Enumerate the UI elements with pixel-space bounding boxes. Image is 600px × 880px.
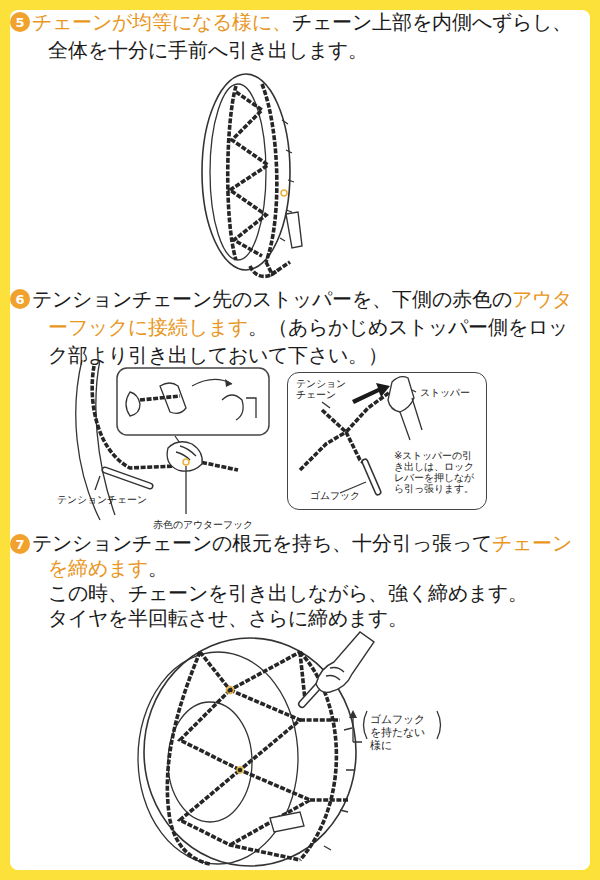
hook-connection-figure-part [160, 383, 186, 413]
hook-connection-figure-part [183, 459, 189, 465]
tire-step7-part [237, 767, 243, 773]
step-number-circle: 6 [10, 289, 30, 309]
stopper-figure-part [322, 402, 330, 408]
tire-step7 [138, 632, 374, 866]
step-number: 6 [15, 292, 24, 307]
tire-step7-part [200, 652, 300, 690]
caution-bracket-part [437, 711, 441, 739]
stopper-figure-part [352, 383, 390, 404]
caution-bracket-part [364, 711, 368, 739]
stopper-figure-part [365, 462, 378, 492]
instruction-text: タイヤを半回転させ、さらに締めます。 [48, 606, 408, 631]
tire-step5-part [286, 212, 302, 248]
hook-connection-figure-part [140, 396, 180, 400]
step-number-circle: 7 [10, 534, 30, 554]
step-number: 5 [15, 15, 24, 30]
part-label: ストッパー [420, 387, 476, 398]
tire-step7-part [227, 687, 234, 694]
hook-connection-figure-part [105, 470, 150, 486]
step-number-circle: 5 [10, 12, 30, 32]
tire-step7-part [316, 632, 374, 692]
caution-note: ゴムフックを持たない様に [370, 713, 434, 752]
instruction-text: この時、チェーンを引き出しながら、強く締めます。 [48, 581, 528, 606]
step-instruction: テンションチェーンの根元を持ち、十分引っ張ってチェーンを締めます。 [32, 531, 587, 581]
tire-step5-part [202, 74, 290, 270]
tire-step7-part [324, 686, 354, 850]
tire-step5-part [228, 86, 236, 260]
part-label: テンションチェーン [57, 493, 147, 507]
hook-connection-figure-part [192, 379, 232, 386]
hook-connection-figure-part [95, 476, 100, 490]
instruction-text: 。 [148, 556, 168, 580]
highlight-text: チェーンが均等になる様に、 [32, 10, 292, 34]
tire-step5-part [210, 84, 266, 260]
tire-step5-part [266, 262, 290, 274]
hook-connection-figure-part [117, 368, 269, 435]
instruction-text: テンションチェーン先のストッパーを、下側の赤色の [32, 287, 512, 311]
tire-step5-part [281, 190, 287, 196]
tire-step7-part [168, 702, 252, 822]
tire-step5-part [250, 266, 278, 276]
stopper-figure-part [400, 398, 422, 440]
hook-connection-figure-part [167, 442, 202, 471]
hook-connection-figure-part [222, 395, 243, 420]
part-label: ※ストッパーの引き出しは、ロックレバーを押しながら引っ張ります。 [394, 450, 478, 494]
hook-connection-figure-part [185, 466, 186, 514]
hook-connection-figure-part [246, 398, 256, 418]
part-label: テンションチェーン [296, 378, 350, 400]
tire-step7-part [326, 668, 344, 681]
stopper-figure-part [412, 390, 416, 392]
stopper-figure-part [388, 377, 414, 412]
hook-connection-figure-part [105, 470, 150, 486]
tire-step7-part [300, 652, 305, 700]
tire-step7-part [300, 720, 348, 800]
part-label: ゴムフック [310, 490, 370, 501]
inset-panel: テンションチェーン ストッパー ※ストッパーの引き出しは、ロックレバーを押しながら引… [287, 372, 487, 510]
hook-connection-figure-part [126, 392, 140, 416]
stopper-figure-part [365, 462, 378, 492]
tire-step5 [202, 74, 302, 276]
tire-step5-part [230, 92, 268, 256]
tire-step7-part [270, 812, 304, 832]
instruction-text: テンションチェーンの根元を持ち、十分引っ張って [32, 531, 492, 555]
part-label: 赤色のアウターフック [153, 518, 253, 532]
stopper-figure-part [300, 432, 346, 470]
caution-bracket-part [353, 716, 362, 742]
tire-step5-part [262, 84, 277, 262]
hook-connection-figure-part [96, 360, 115, 515]
tire-step7-part [180, 690, 300, 860]
caution-bracket-part [349, 710, 357, 718]
hook-connection-figure-part [225, 379, 232, 387]
hook-connection-figure-part [176, 446, 196, 460]
step-number: 7 [15, 537, 24, 552]
step-instruction: テンションチェーン先のストッパーを、下側の赤色のアウターフックに接続します。（あ… [32, 285, 587, 369]
step-instruction: チェーンが均等になる様に、チェーン上部を内側へずらし、全体を十分に手前へ引き出し… [32, 8, 587, 64]
tire-step7-part [230, 690, 310, 845]
